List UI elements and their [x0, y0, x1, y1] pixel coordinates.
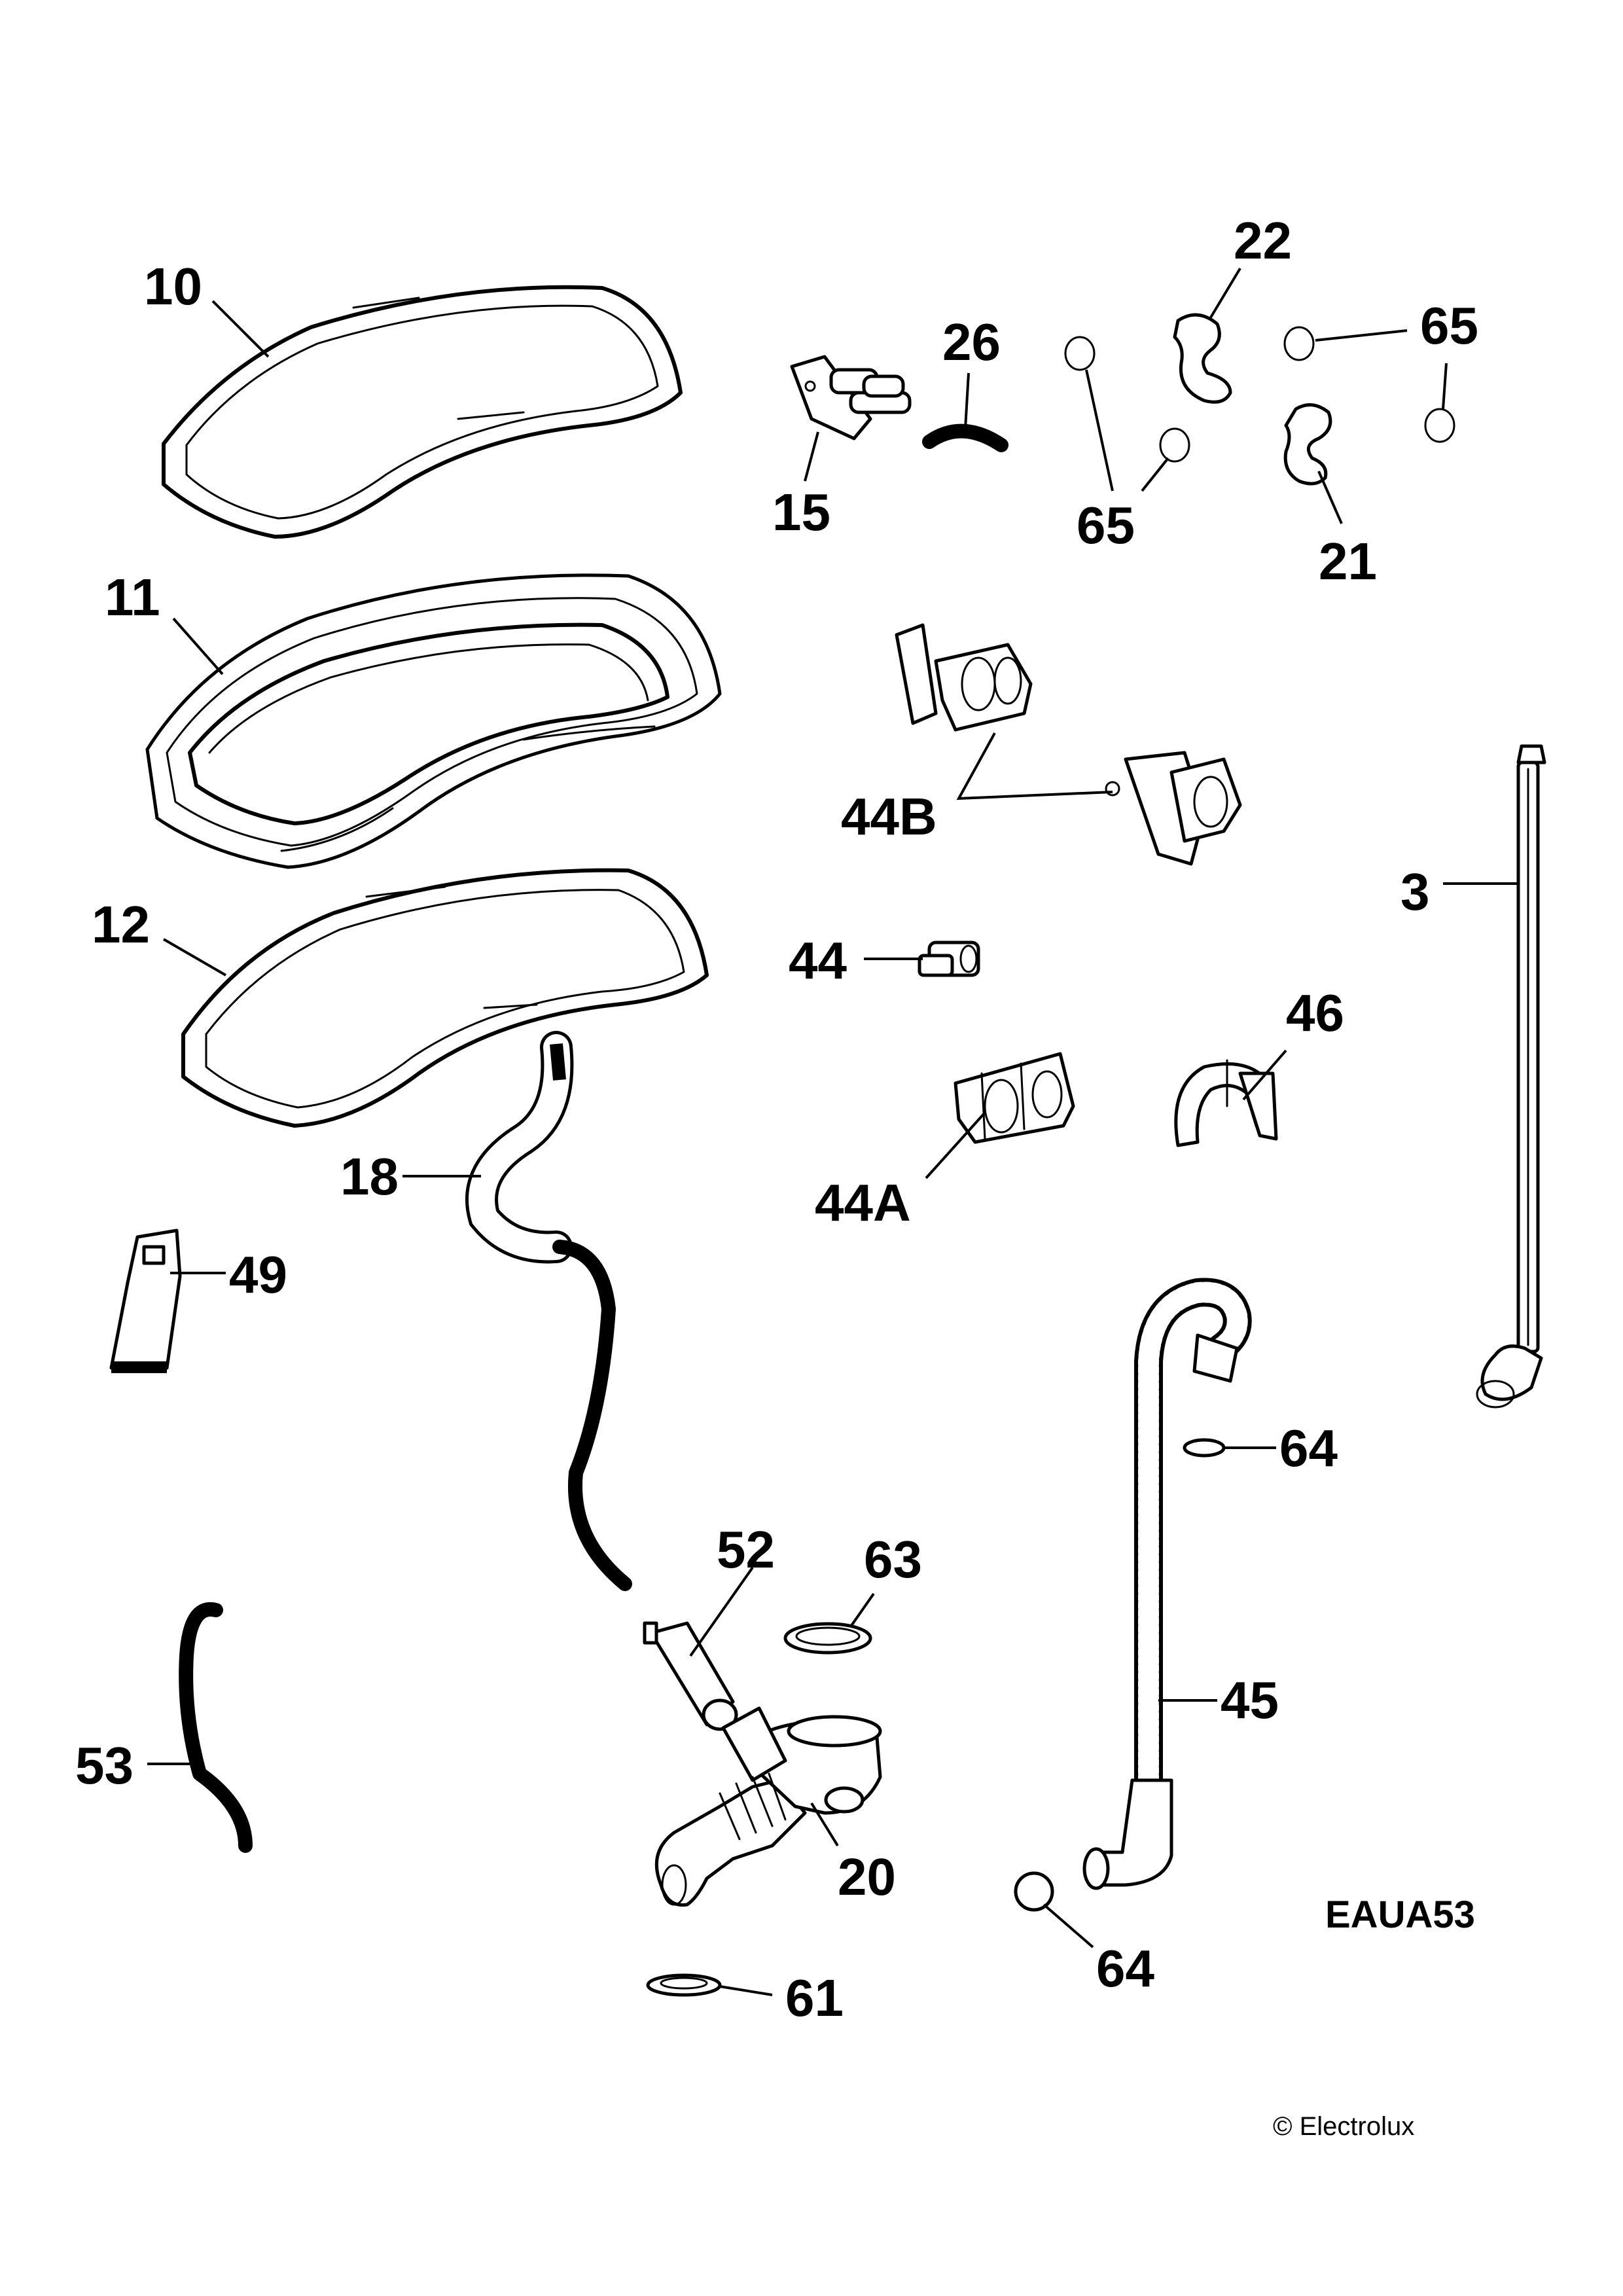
part-20-sump-hose — [654, 1706, 882, 1907]
callout-3: 3 — [1400, 863, 1430, 921]
callout-18: 18 — [340, 1147, 399, 1206]
diagram-code: EAUA53 — [1325, 1893, 1475, 1936]
callout-26: 26 — [942, 313, 1001, 371]
callout-46: 46 — [1286, 984, 1344, 1042]
callout-44: 44 — [789, 931, 847, 990]
part-52-connector — [643, 1621, 738, 1731]
part-21-elbow-hose — [1283, 403, 1332, 486]
part-15-valve — [790, 355, 912, 440]
callout-10: 10 — [144, 257, 202, 315]
part-46-hose-guide — [1174, 1059, 1278, 1147]
part-44a-clip — [954, 1052, 1075, 1144]
part-12-seal-frame — [181, 868, 709, 1128]
callout-52: 52 — [717, 1520, 775, 1579]
callout-65-left: 65 — [1077, 496, 1135, 554]
part-11-door-gasket — [145, 573, 722, 869]
callout-45: 45 — [1221, 1671, 1279, 1729]
callout-53: 53 — [75, 1736, 134, 1795]
part-63-clamp — [783, 1622, 872, 1655]
callout-44a: 44A — [815, 1174, 911, 1232]
part-61-clamp — [646, 1973, 722, 1997]
callout-12: 12 — [92, 895, 150, 954]
callout-20: 20 — [838, 1848, 896, 1906]
callout-11: 11 — [105, 568, 160, 626]
part-26-hose — [922, 423, 1008, 452]
copyright-notice: © Electrolux — [1273, 2112, 1414, 2141]
part-65-o-rings — [1064, 326, 1455, 463]
callout-44b: 44B — [841, 787, 937, 846]
callout-64-upper: 64 — [1279, 1419, 1338, 1477]
part-3-rod — [1476, 744, 1546, 1408]
callout-65-right: 65 — [1420, 296, 1478, 355]
callout-61: 61 — [785, 1969, 844, 2027]
callout-15: 15 — [772, 483, 830, 541]
callout-64-lower: 64 — [1096, 1939, 1154, 1998]
part-22-elbow-hose — [1173, 313, 1232, 404]
part-10-seal-frame — [162, 285, 683, 539]
part-45-corrugated-hose — [1082, 1278, 1252, 1890]
part-18-drain-hose — [465, 1031, 632, 1591]
callout-22: 22 — [1234, 211, 1292, 270]
callout-63: 63 — [864, 1530, 922, 1588]
part-53-hose — [179, 1602, 253, 1853]
callout-21: 21 — [1319, 532, 1377, 590]
part-49-bracket — [109, 1229, 182, 1373]
part-64-clamps — [1014, 1438, 1226, 1912]
part-44b-clips — [895, 623, 1242, 866]
callout-49: 49 — [229, 1246, 287, 1304]
part-44-clip — [918, 941, 980, 977]
